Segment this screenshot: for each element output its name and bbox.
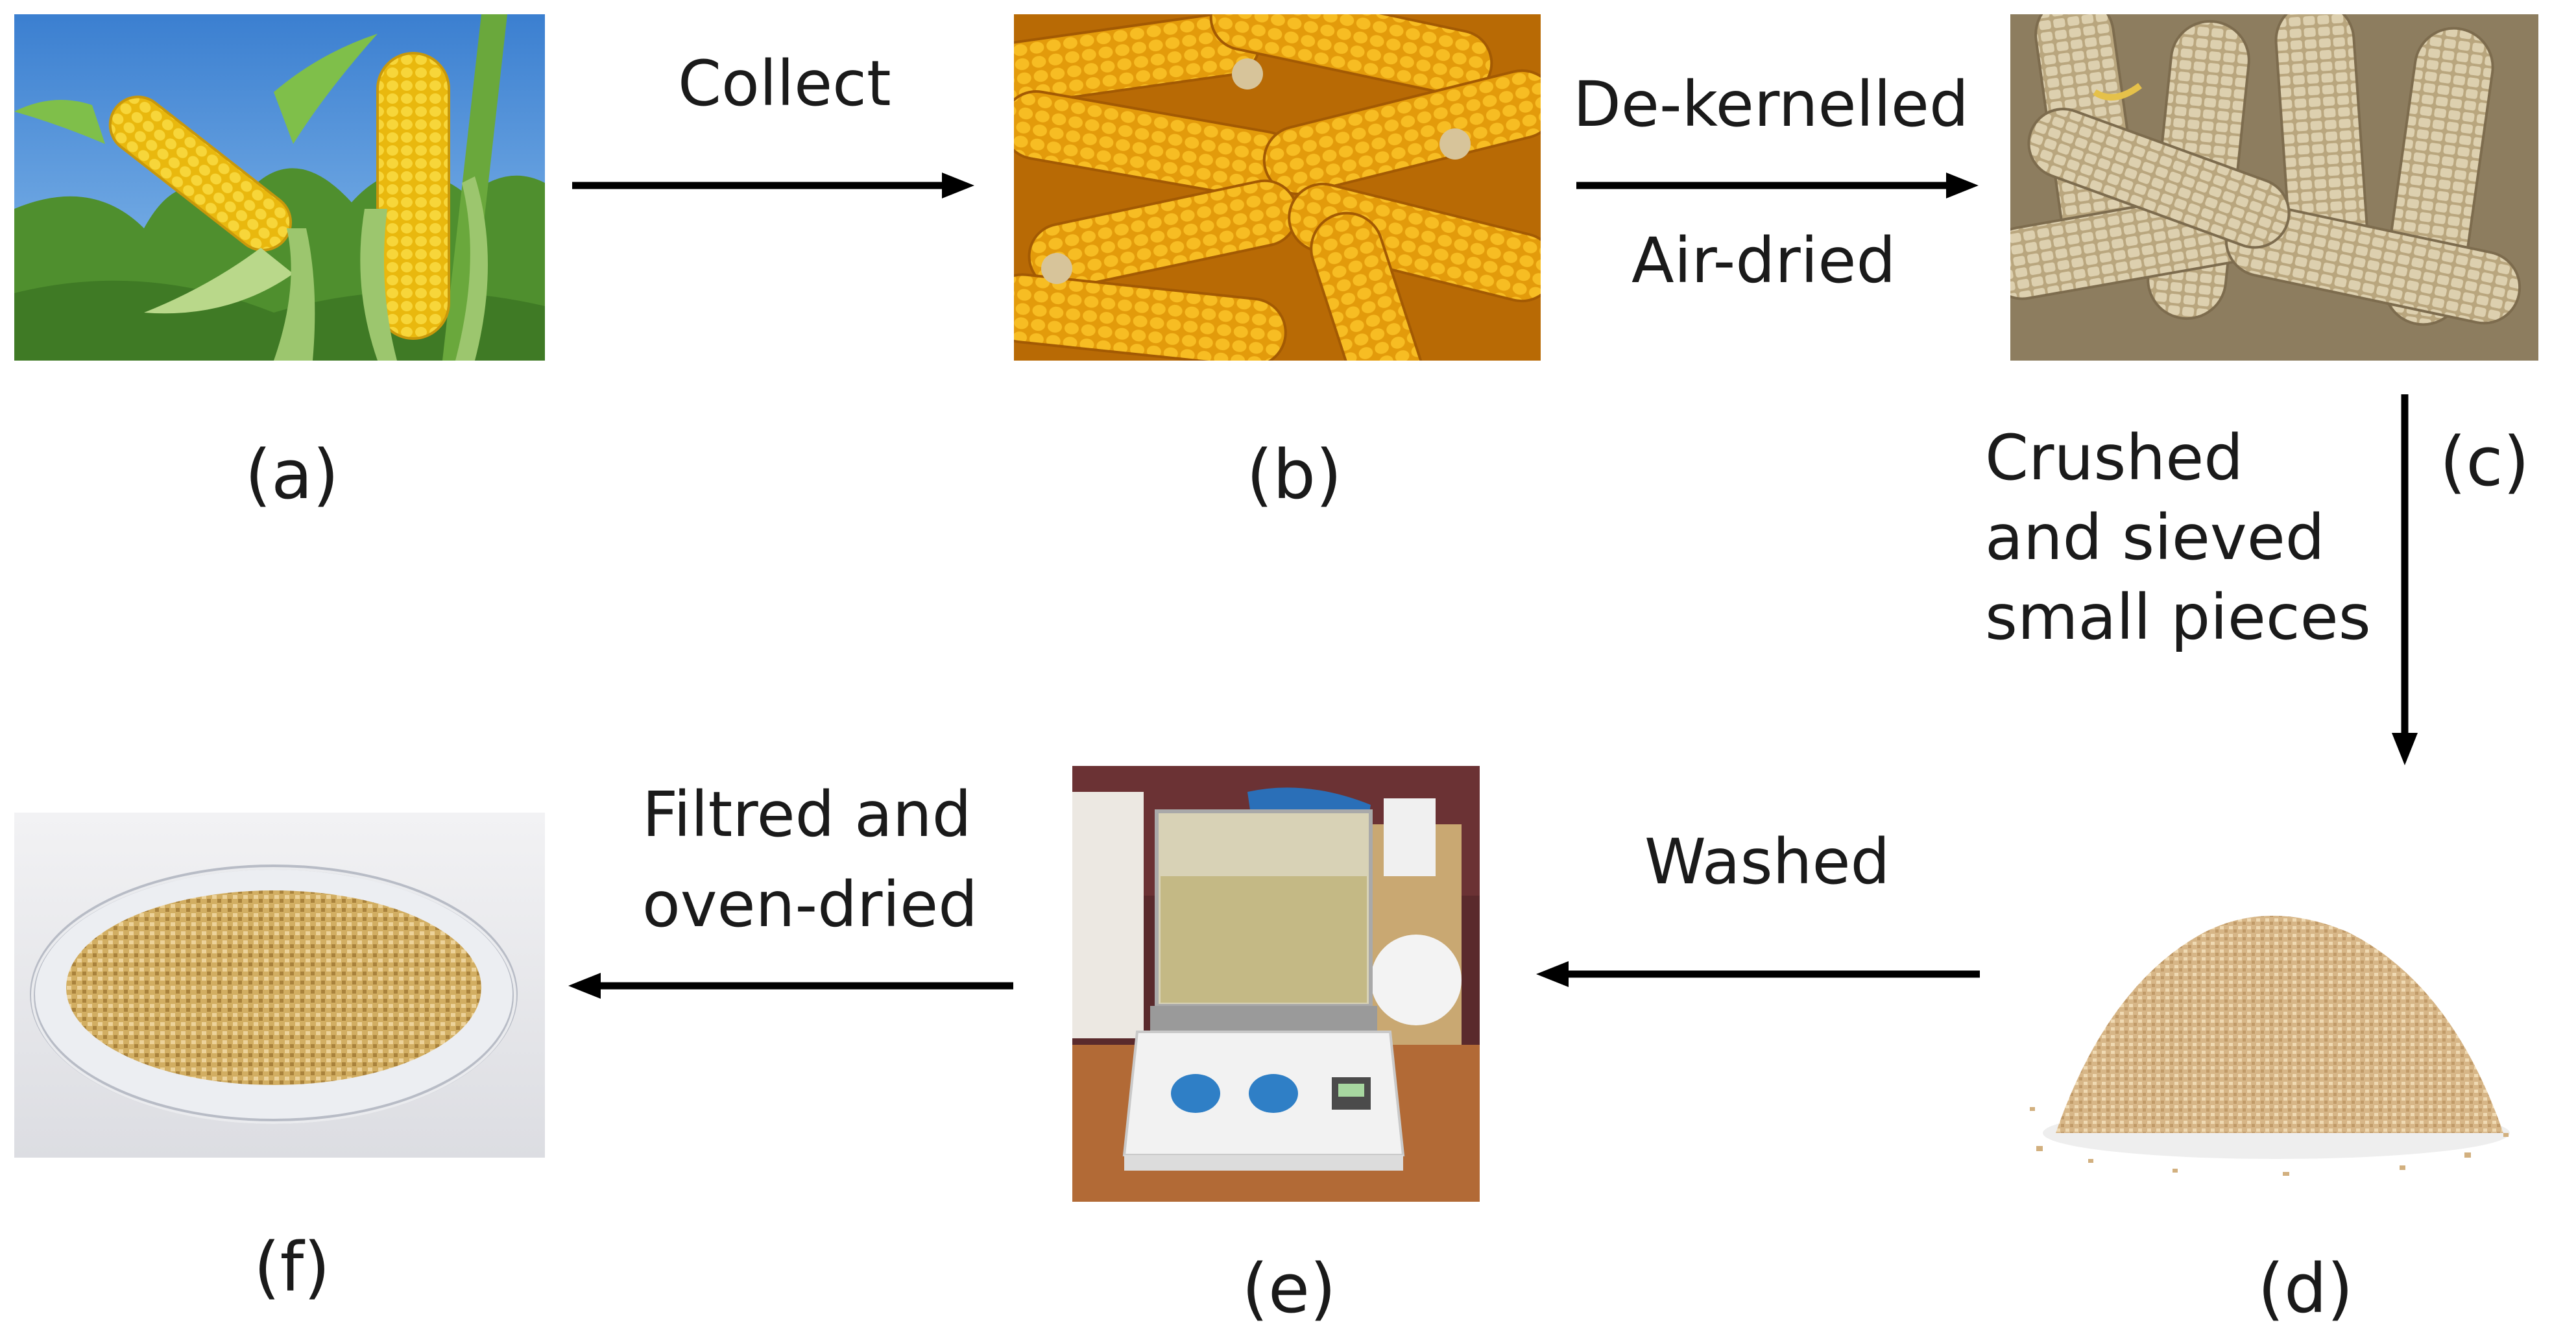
step-crushed-sieved-label: Crushed and sieved small pieces [1985,418,2371,658]
step-washed-label: Washed [1644,826,1890,898]
panel-d-label: (d) [2257,1249,2353,1328]
panel-e-washing-setup-image [1072,766,1480,1202]
step-crushed-line2: and sieved [1985,501,2325,574]
arrow-b-to-c [1576,171,1979,200]
arrow-e-to-f [568,972,1013,1000]
panel-a-label: (a) [245,435,339,514]
step-crushed-line1: Crushed [1985,422,2244,494]
panel-e-label: (e) [1242,1249,1336,1328]
arrow-a-to-b [572,171,974,200]
panel-b-corn-cobs-image [1014,14,1541,361]
panel-d-crushed-pieces-image [2010,770,2538,1185]
step-collect-label: Collect [678,47,891,120]
panel-a-corn-plant-image [14,14,545,361]
panel-b-label: (b) [1246,435,1342,514]
step-dekernelled-label: De-kernelled [1573,68,1969,141]
panel-f-dried-product-dish-image [14,813,545,1158]
step-filtred-ovendried-label: Filtred and oven-dried [642,759,978,939]
panel-f-label: (f) [254,1228,330,1307]
step-crushed-line3: small pieces [1985,580,2371,654]
panel-c-dried-cobs-image [2010,14,2538,361]
arrow-c-to-d [2390,394,2419,765]
step-airdried-label: Air-dried [1631,224,1896,297]
arrow-d-to-e [1536,960,1980,988]
step-filtred-line1: Filtred and [642,778,972,851]
step-filtred-line2: oven-dried [642,868,978,941]
panel-c-label: (c) [2439,422,2530,501]
